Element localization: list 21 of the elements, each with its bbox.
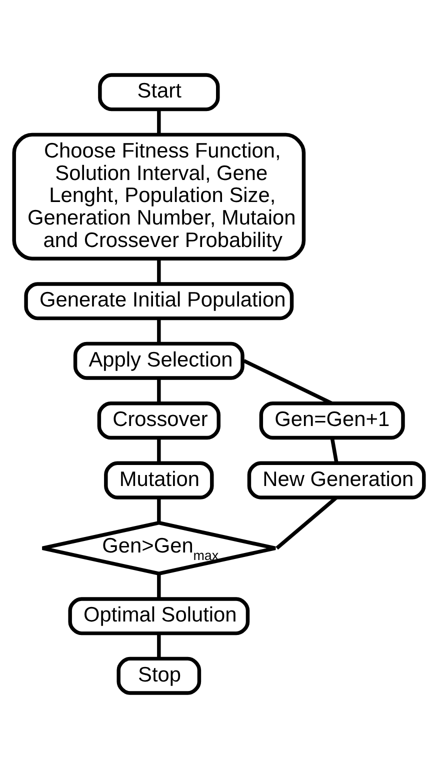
node-box: Start <box>98 72 220 111</box>
node-diamond: Gen>Gen$_{max}$ <box>40 520 278 575</box>
node-box: Optimal Solution <box>68 596 250 635</box>
connector <box>157 573 161 598</box>
connector <box>157 633 161 658</box>
node-box: Gen=Gen+1 <box>259 401 405 440</box>
connector <box>157 438 161 462</box>
connector <box>157 258 161 284</box>
connector <box>243 358 333 405</box>
connector <box>157 497 161 522</box>
node-box: Stop <box>116 656 202 694</box>
node-box: Generate Initial Population <box>24 282 294 320</box>
node-box: Mutation <box>104 460 214 499</box>
connector <box>157 108 161 134</box>
connector <box>330 436 338 463</box>
connector <box>157 378 161 403</box>
node-box: Choose Fitness Function, Solution Interval, Gene Lenght, Population Size, Generation Number, Mutaion and Crossever Probability <box>12 132 306 260</box>
node-box: Apply Selection <box>73 341 244 380</box>
connector <box>157 318 161 343</box>
node-box: Crossover <box>97 401 220 440</box>
node-box: New Generation <box>247 460 426 499</box>
